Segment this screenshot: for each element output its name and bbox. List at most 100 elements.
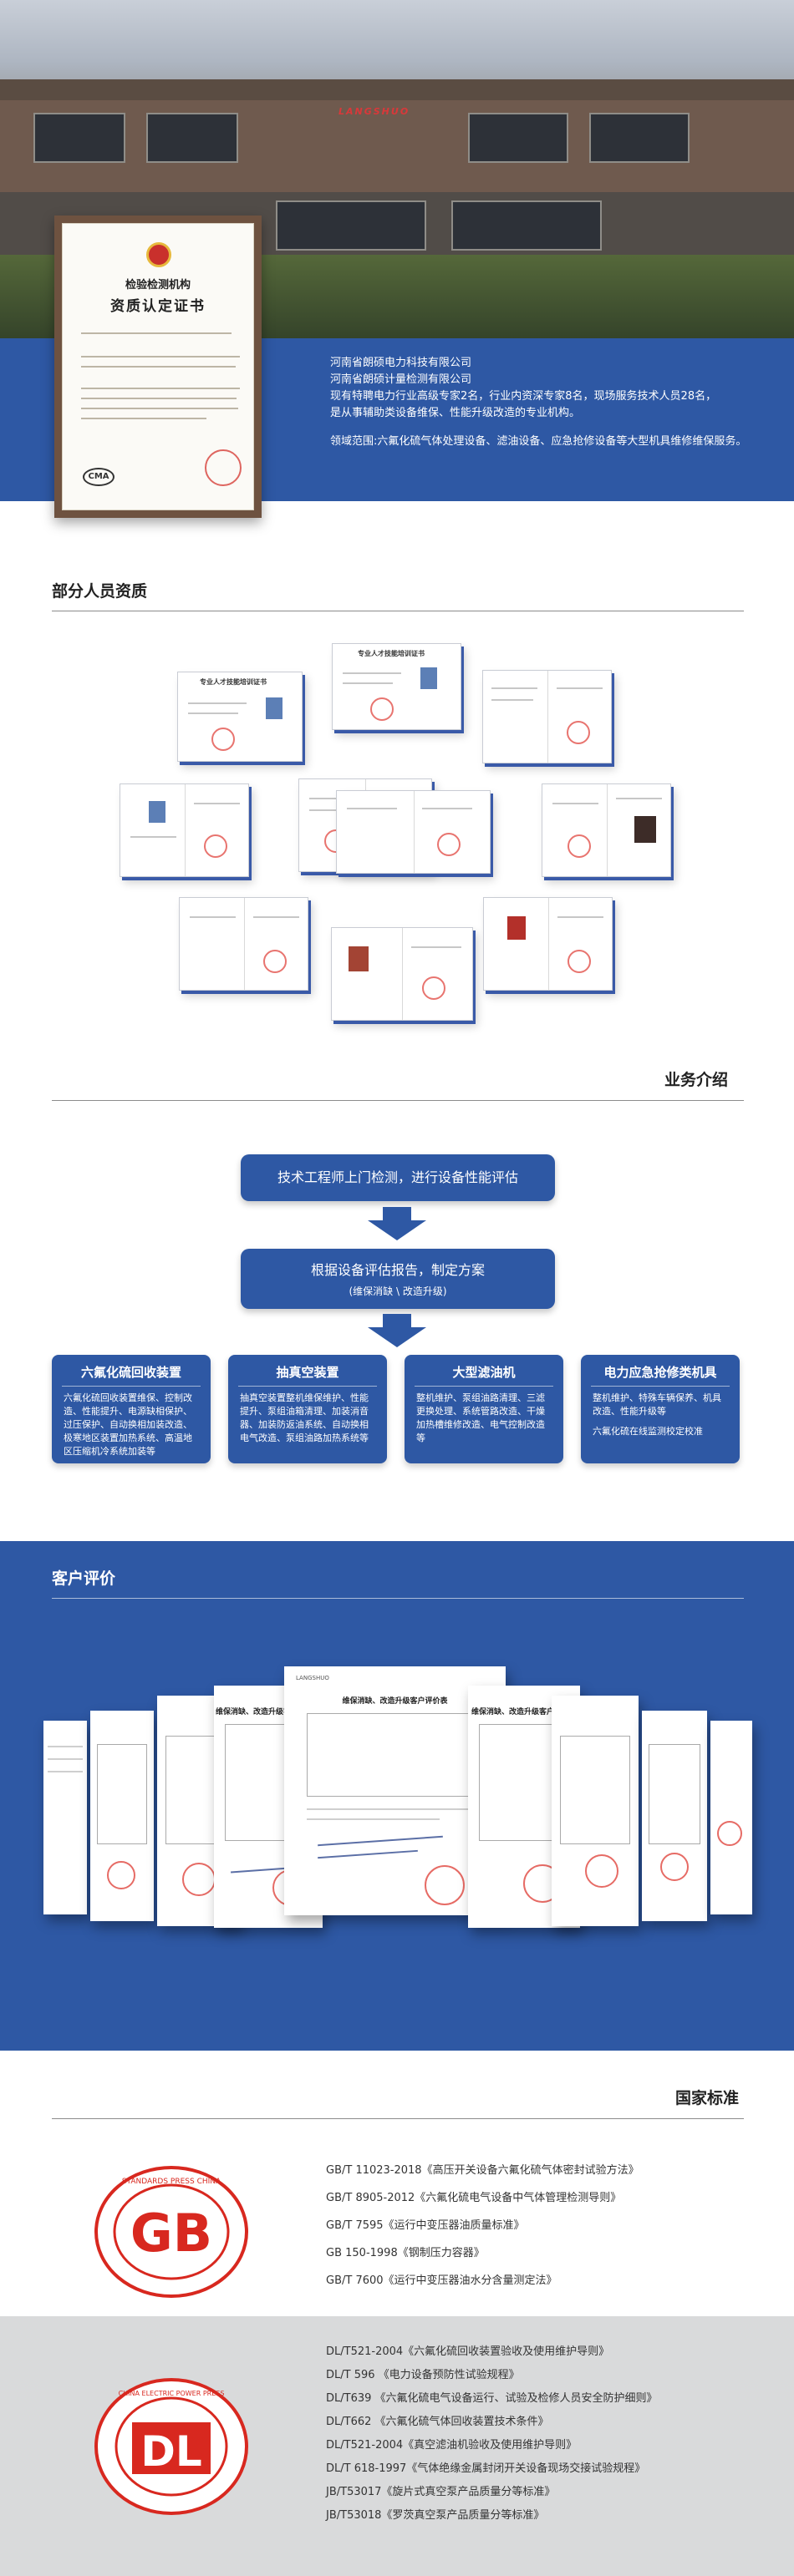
stamp-icon	[211, 728, 235, 751]
text-line	[552, 803, 598, 804]
stamp-icon	[437, 833, 461, 856]
staff-photo	[420, 667, 437, 689]
certificate-text-line	[81, 398, 237, 399]
building-window	[33, 113, 125, 163]
cma-mark-icon: CMA	[83, 468, 115, 486]
text-line	[194, 803, 240, 804]
text-line	[130, 836, 176, 838]
reviews-section-title: 客户评价	[52, 1569, 116, 1588]
certificate-text-line	[81, 356, 240, 357]
certificate-text-line	[81, 418, 206, 419]
hero-section: LANGSHUO 河南省朗硕电力科技有限公司 河南省朗硕计量检测有限公司 现有特…	[0, 0, 794, 518]
staff-certificate	[483, 897, 613, 991]
staff-certificate: 专业人才技能培训证书	[332, 643, 461, 730]
dl-standard-item: DL/T 596 《电力设备预防性试验规程》	[326, 2369, 520, 2381]
building-window	[468, 113, 568, 163]
service-title: 六氟化硫回收装置	[80, 1365, 181, 1380]
reviews-section-divider	[52, 1598, 744, 1599]
gb-standards-list: GB/T 11023-2018《高压开关设备六氟化硫气体密封试验方法》 GB/T…	[326, 2157, 639, 2295]
staff-certificate: 专业人才技能培训证书	[177, 672, 303, 762]
building-window	[146, 113, 238, 163]
company-name-2: 河南省朗硕计量检测有限公司	[330, 373, 472, 386]
service-description-extra: 六氟化硫在线监测校定校准	[593, 1426, 703, 1437]
staff-photo	[149, 801, 165, 823]
business-section-divider	[52, 1100, 744, 1101]
card-spine	[547, 671, 548, 763]
building-roof	[0, 79, 794, 103]
text-line	[309, 798, 355, 799]
certificate-title-large: 资质认定证书	[110, 298, 206, 315]
service-title: 大型滤油机	[452, 1365, 516, 1380]
staff-certificate	[331, 927, 473, 1021]
staff-certificate	[542, 783, 671, 877]
service-card-sf6-recovery: 六氟化硫回收装置 六氟化硫回收装置维保、控制改造、性能提升、电源缺相保护、过压保…	[52, 1355, 211, 1463]
building-window	[451, 200, 602, 251]
text-line	[491, 687, 537, 689]
text-line	[422, 808, 472, 809]
stamp-icon	[567, 721, 590, 744]
review-table	[648, 1744, 701, 1844]
service-description: 抽真空装置整机维保维护、性能提升、泵组油箱清理、加装消音器、加装防返油系统、自动…	[240, 1392, 369, 1443]
certificate-text-line	[81, 388, 240, 389]
gb-ring-text: STANDARDS PRESS CHINA	[122, 2178, 221, 2186]
gb-standard-item: GB/T 8905-2012《六氟化硫电气设备中气体管理检测导则》	[326, 2192, 622, 2204]
text-line	[557, 916, 603, 918]
building-window	[276, 200, 426, 251]
review-table	[560, 1736, 630, 1844]
text-line	[306, 1808, 484, 1810]
text-line	[188, 702, 247, 704]
staff-photo	[507, 916, 526, 940]
certificate-text-line	[81, 332, 232, 334]
seal-icon	[425, 1865, 465, 1905]
stamp-icon	[568, 834, 591, 858]
dl-standard-item: DL/T 618-1997《气体绝缘金属封闭开关设备现场交接试验规程》	[326, 2462, 646, 2475]
gb-standard-item: GB/T 7600《运行中变压器油水分含量测定法》	[326, 2274, 557, 2287]
review-table	[306, 1713, 484, 1797]
text-line	[253, 916, 299, 918]
review-document	[90, 1711, 154, 1921]
seal-icon	[660, 1853, 689, 1881]
service-card-vacuum: 抽真空装置 抽真空装置整机维保维护、性能提升、泵组油箱清理、加装消音器、加装防返…	[228, 1355, 387, 1463]
staff-description-2: 是从事辅助类设备维保、性能升级改造的专业机构。	[330, 407, 581, 419]
service-title: 电力应急抢修类机具	[603, 1365, 717, 1380]
certificate-heading: 专业人才技能培训证书	[200, 678, 267, 686]
flow-step-inspection: 技术工程师上门检测，进行设备性能评估	[241, 1154, 555, 1201]
gb-standard-item: GB/T 11023-2018《高压开关设备六氟化硫气体密封试验方法》	[326, 2164, 639, 2177]
service-scope: 领域范围:六氟化硫气体处理设备、滤油设备、应急抢修设备等大型机具维修维保服务。	[330, 435, 747, 448]
stamp-icon	[422, 976, 445, 1000]
business-section-title: 业务介绍	[664, 1071, 729, 1089]
spacer	[330, 422, 781, 434]
review-document-header: 维保消缺、改造升级客户评价表	[342, 1697, 448, 1706]
dl-standards-list: DL/T521-2004《六氟化硫回收装置验收及使用维护导则》 DL/T 596…	[326, 2340, 658, 2528]
seal-icon	[585, 1854, 618, 1888]
official-seal-icon	[205, 449, 242, 486]
text-line	[343, 672, 401, 674]
service-card-oil-filter: 大型滤油机 整机维护、泵组油路清理、三滤更换处理、系统管路改造、干燥加热槽维修改…	[405, 1355, 563, 1463]
certificate-text-line	[81, 408, 238, 409]
text-line	[188, 712, 238, 714]
dl-standard-logo-icon: CHINA ELECTRIC POWER PRESS DL	[94, 2378, 248, 2515]
dl-badge-text: DL	[140, 2427, 201, 2476]
review-table	[96, 1744, 148, 1844]
service-divider	[238, 1386, 377, 1387]
dl-standard-item: DL/T521-2004《真空滤油机验收及使用维护导则》	[326, 2439, 578, 2452]
dl-standard-item: JB/T53018《罗茨真空泵产品质量分等标准》	[326, 2509, 545, 2522]
stamp-icon	[204, 834, 227, 858]
text-line	[347, 808, 397, 809]
text-line	[48, 1758, 83, 1760]
text-line	[411, 946, 461, 948]
text-line	[343, 682, 393, 684]
review-document	[552, 1696, 639, 1926]
flow-step-plan-subtitle: (维保消缺 \ 改造升级)	[349, 1285, 447, 1297]
service-divider	[62, 1386, 201, 1387]
text-line	[48, 1771, 83, 1772]
gb-standard-logo-icon: STANDARDS PRESS CHINA GB	[94, 2166, 248, 2298]
handwriting	[318, 1849, 418, 1859]
standards-section-title: 国家标准	[675, 2089, 740, 2107]
stamp-icon	[568, 950, 591, 973]
flow-step-plan: 根据设备评估报告，制定方案 (维保消缺 \ 改造升级)	[241, 1249, 555, 1309]
gb-standard-item: GB/T 7595《运行中变压器油质量标准》	[326, 2219, 525, 2232]
staff-certificate	[179, 897, 308, 991]
seal-icon	[717, 1821, 742, 1846]
review-document	[642, 1711, 707, 1921]
